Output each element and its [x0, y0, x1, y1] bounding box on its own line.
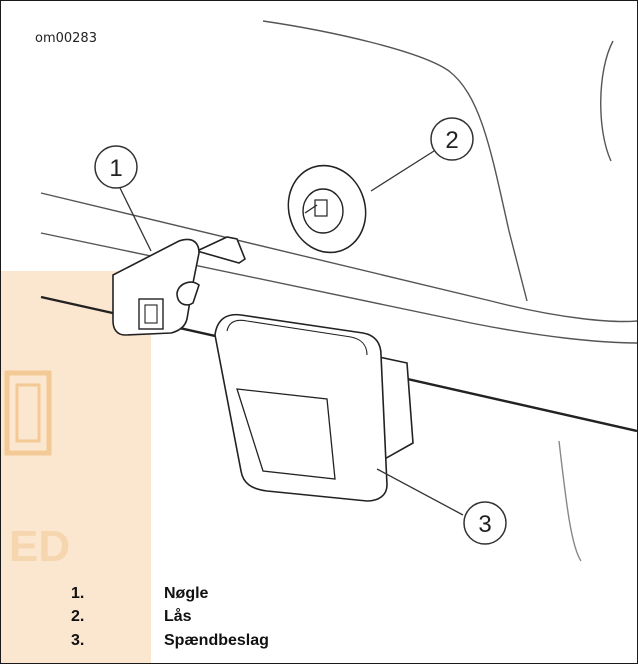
- key-grip: [176, 281, 200, 306]
- case-upper-line: [40, 192, 637, 323]
- legend-item: 1. Nøgle: [71, 582, 269, 606]
- key-head: [112, 238, 200, 336]
- keyhole: [314, 199, 328, 217]
- legend-label: Lås: [164, 608, 192, 626]
- callout-3-circle: [463, 501, 507, 545]
- case-bottom-curve: [558, 440, 582, 562]
- clasp-latch: [236, 388, 336, 480]
- leader-line-1: [119, 187, 152, 252]
- key-blade: [194, 236, 246, 264]
- case-lid-edge: [262, 20, 528, 302]
- legend-item: 2. Lås: [71, 606, 269, 630]
- clasp-drawing: [214, 313, 414, 502]
- figure-id: om00283: [35, 31, 97, 46]
- legend-label: Spændbeslag: [164, 631, 269, 649]
- callout-3-label: 3: [478, 511, 491, 538]
- legend-number: 2.: [71, 608, 85, 626]
- lock-slot-line: [304, 204, 318, 214]
- watermark-emblem-inner: [15, 383, 41, 443]
- watermark-panel: [1, 271, 151, 663]
- legend-item: 3. Spændbeslag: [71, 629, 269, 653]
- clasp-plate-edge: [226, 319, 368, 356]
- key-drawing: [112, 236, 246, 336]
- lock-core: [302, 188, 344, 234]
- callout-1-label: 1: [109, 155, 122, 182]
- key-window-inner: [144, 304, 158, 324]
- legend: 1. Nøgle 2. Lås 3. Spændbeslag: [71, 582, 269, 653]
- key-window: [138, 298, 164, 330]
- watermark-emblem: [4, 370, 52, 456]
- callout-1-circle: [94, 145, 138, 189]
- watermark: ED: [1, 271, 151, 663]
- leader-line-3: [376, 468, 464, 516]
- legend-number: 3.: [71, 631, 85, 649]
- callout-2: 2: [430, 117, 474, 161]
- leader-lines: [119, 150, 464, 516]
- clasp-plate: [214, 313, 388, 502]
- callout-1: 1: [94, 145, 138, 189]
- leader-line-2: [370, 150, 435, 192]
- watermark-text: ED: [9, 522, 70, 571]
- lock-barrel: [287, 164, 367, 254]
- legend-number: 1.: [71, 584, 85, 602]
- case-middle-line: [40, 232, 637, 344]
- callout-3: 3: [463, 501, 507, 545]
- case-side-curve: [600, 40, 614, 162]
- callout-2-label: 2: [445, 127, 458, 154]
- legend-label: Nøgle: [164, 584, 209, 602]
- callout-2-circle: [430, 117, 474, 161]
